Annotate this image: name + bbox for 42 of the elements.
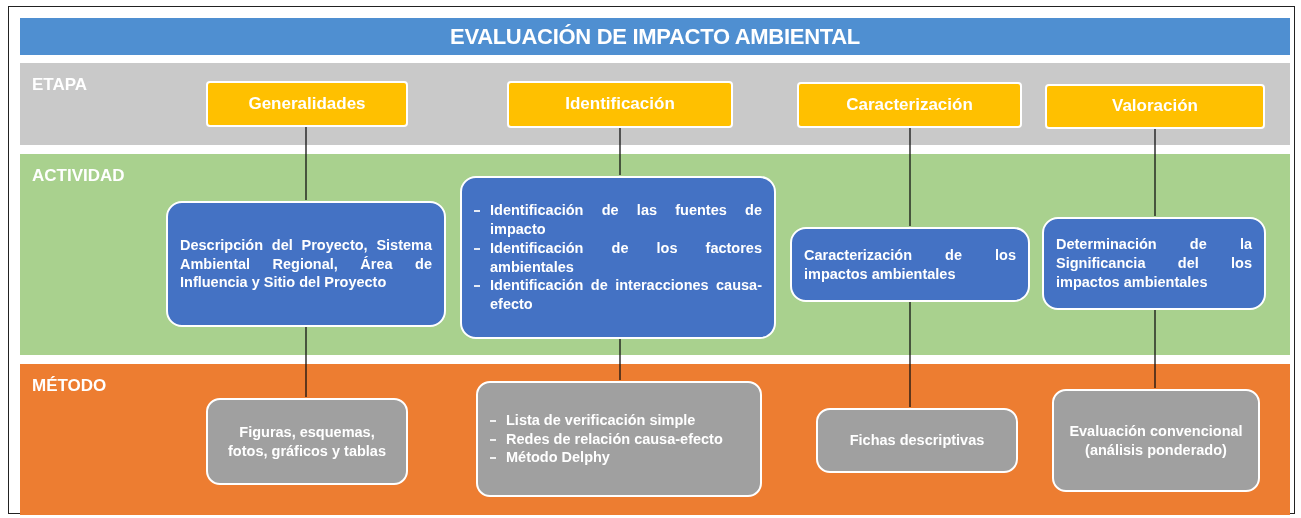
band-heading: ACTIVIDAD — [32, 166, 125, 186]
stage-box — [1045, 84, 1265, 129]
connector-line — [1154, 308, 1156, 389]
stage-label: Identificación — [564, 93, 676, 116]
activity-box — [166, 201, 446, 327]
connector-line — [305, 325, 307, 398]
method-text: Fichas descriptivas — [848, 431, 986, 450]
method-text: Figuras, esquemas, fotos, gráficos y tablas — [227, 422, 387, 461]
diagram-title: EVALUACIÓN DE IMPACTO AMBIENTAL — [450, 23, 860, 50]
method-box — [816, 408, 1018, 473]
activity-text: Descripción del Proyecto, Sistema Ambiental Regional, Área de Influencia y Sitio del Proyecto — [180, 235, 432, 293]
activity-box — [790, 227, 1030, 302]
connector-line — [1154, 127, 1156, 217]
connector-line — [619, 126, 621, 176]
band — [20, 363, 1290, 515]
list-item: Redes de relación causa-efecto — [506, 429, 723, 449]
list-item: Lista de verificación simple — [506, 410, 696, 430]
connector-line — [909, 300, 911, 408]
activity-text: Caracterización de los impactos ambientales — [804, 245, 1016, 284]
list-item: Identificación de las fuentes de impacto — [490, 200, 762, 239]
stage-box — [507, 81, 733, 128]
method-box — [476, 381, 762, 497]
stage-box — [206, 81, 408, 127]
list-item: Identificación de los factores ambientales — [490, 238, 762, 277]
method-text: Evaluación convencional (análisis ponderado) — [1068, 421, 1244, 460]
activity-box — [1042, 217, 1266, 310]
band — [20, 153, 1290, 355]
stage-box — [797, 82, 1022, 128]
list-item: Método Delphy — [506, 448, 610, 468]
band — [20, 62, 1290, 145]
connector-line — [619, 337, 621, 381]
connector-line — [305, 125, 307, 201]
activity-text: Determinación de la Significancia del los impactos ambientales — [1056, 235, 1252, 292]
stage-label: Caracterización — [845, 93, 974, 116]
stage-label: Valoración — [1111, 95, 1199, 118]
connector-line — [909, 126, 911, 227]
method-box — [1052, 389, 1260, 492]
list-item: Identificación de interacciones causa-efecto — [490, 276, 762, 315]
method-box — [206, 398, 408, 485]
band-heading: MÉTODO — [32, 376, 107, 396]
activity-box — [460, 176, 776, 339]
stage-label: Generalidades — [247, 92, 367, 115]
